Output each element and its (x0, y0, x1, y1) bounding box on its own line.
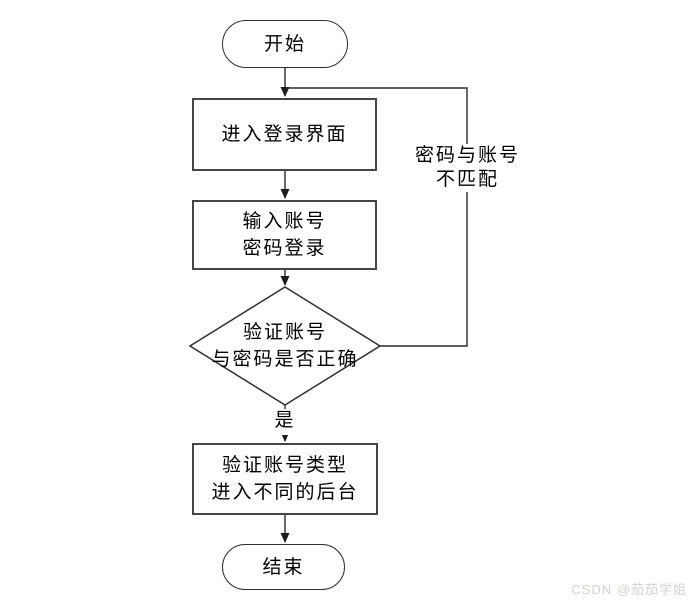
node-verify-credentials-line1: 验证账号 (242, 322, 327, 343)
node-input-credentials-line2: 密码登录 (242, 238, 327, 259)
node-enter-login: 进入登录界面 (192, 98, 377, 171)
node-route-backend: 验证账号类型 进入不同的后台 (192, 443, 378, 515)
node-input-credentials-line1: 输入账号 (242, 211, 327, 232)
node-verify-credentials: 验证账号 与密码是否正确 (190, 287, 380, 405)
node-start: 开始 (222, 20, 348, 68)
node-start-label: 开始 (263, 33, 306, 55)
node-route-backend-line1: 验证账号类型 (221, 455, 348, 476)
edge-label-mismatch-line1: 密码与账号 (414, 145, 520, 166)
node-verify-credentials-line2: 与密码是否正确 (211, 349, 359, 370)
node-enter-login-label: 进入登录界面 (221, 124, 348, 145)
edge-verify-no-feedback-loop (286, 87, 468, 347)
csdn-watermark: CSDN @茄茄学姐 (571, 582, 687, 597)
node-end: 结束 (222, 544, 345, 590)
node-input-credentials: 输入账号 密码登录 (192, 200, 377, 270)
node-end-label: 结束 (262, 556, 305, 578)
edge-label-mismatch-line2: 不匹配 (435, 169, 499, 190)
edge-label-yes: 是 (271, 409, 299, 435)
node-route-backend-line2: 进入不同的后台 (211, 482, 359, 503)
edge-label-mismatch: 密码与账号 不匹配 (405, 144, 530, 192)
decision-diamond-shape (188, 286, 382, 406)
